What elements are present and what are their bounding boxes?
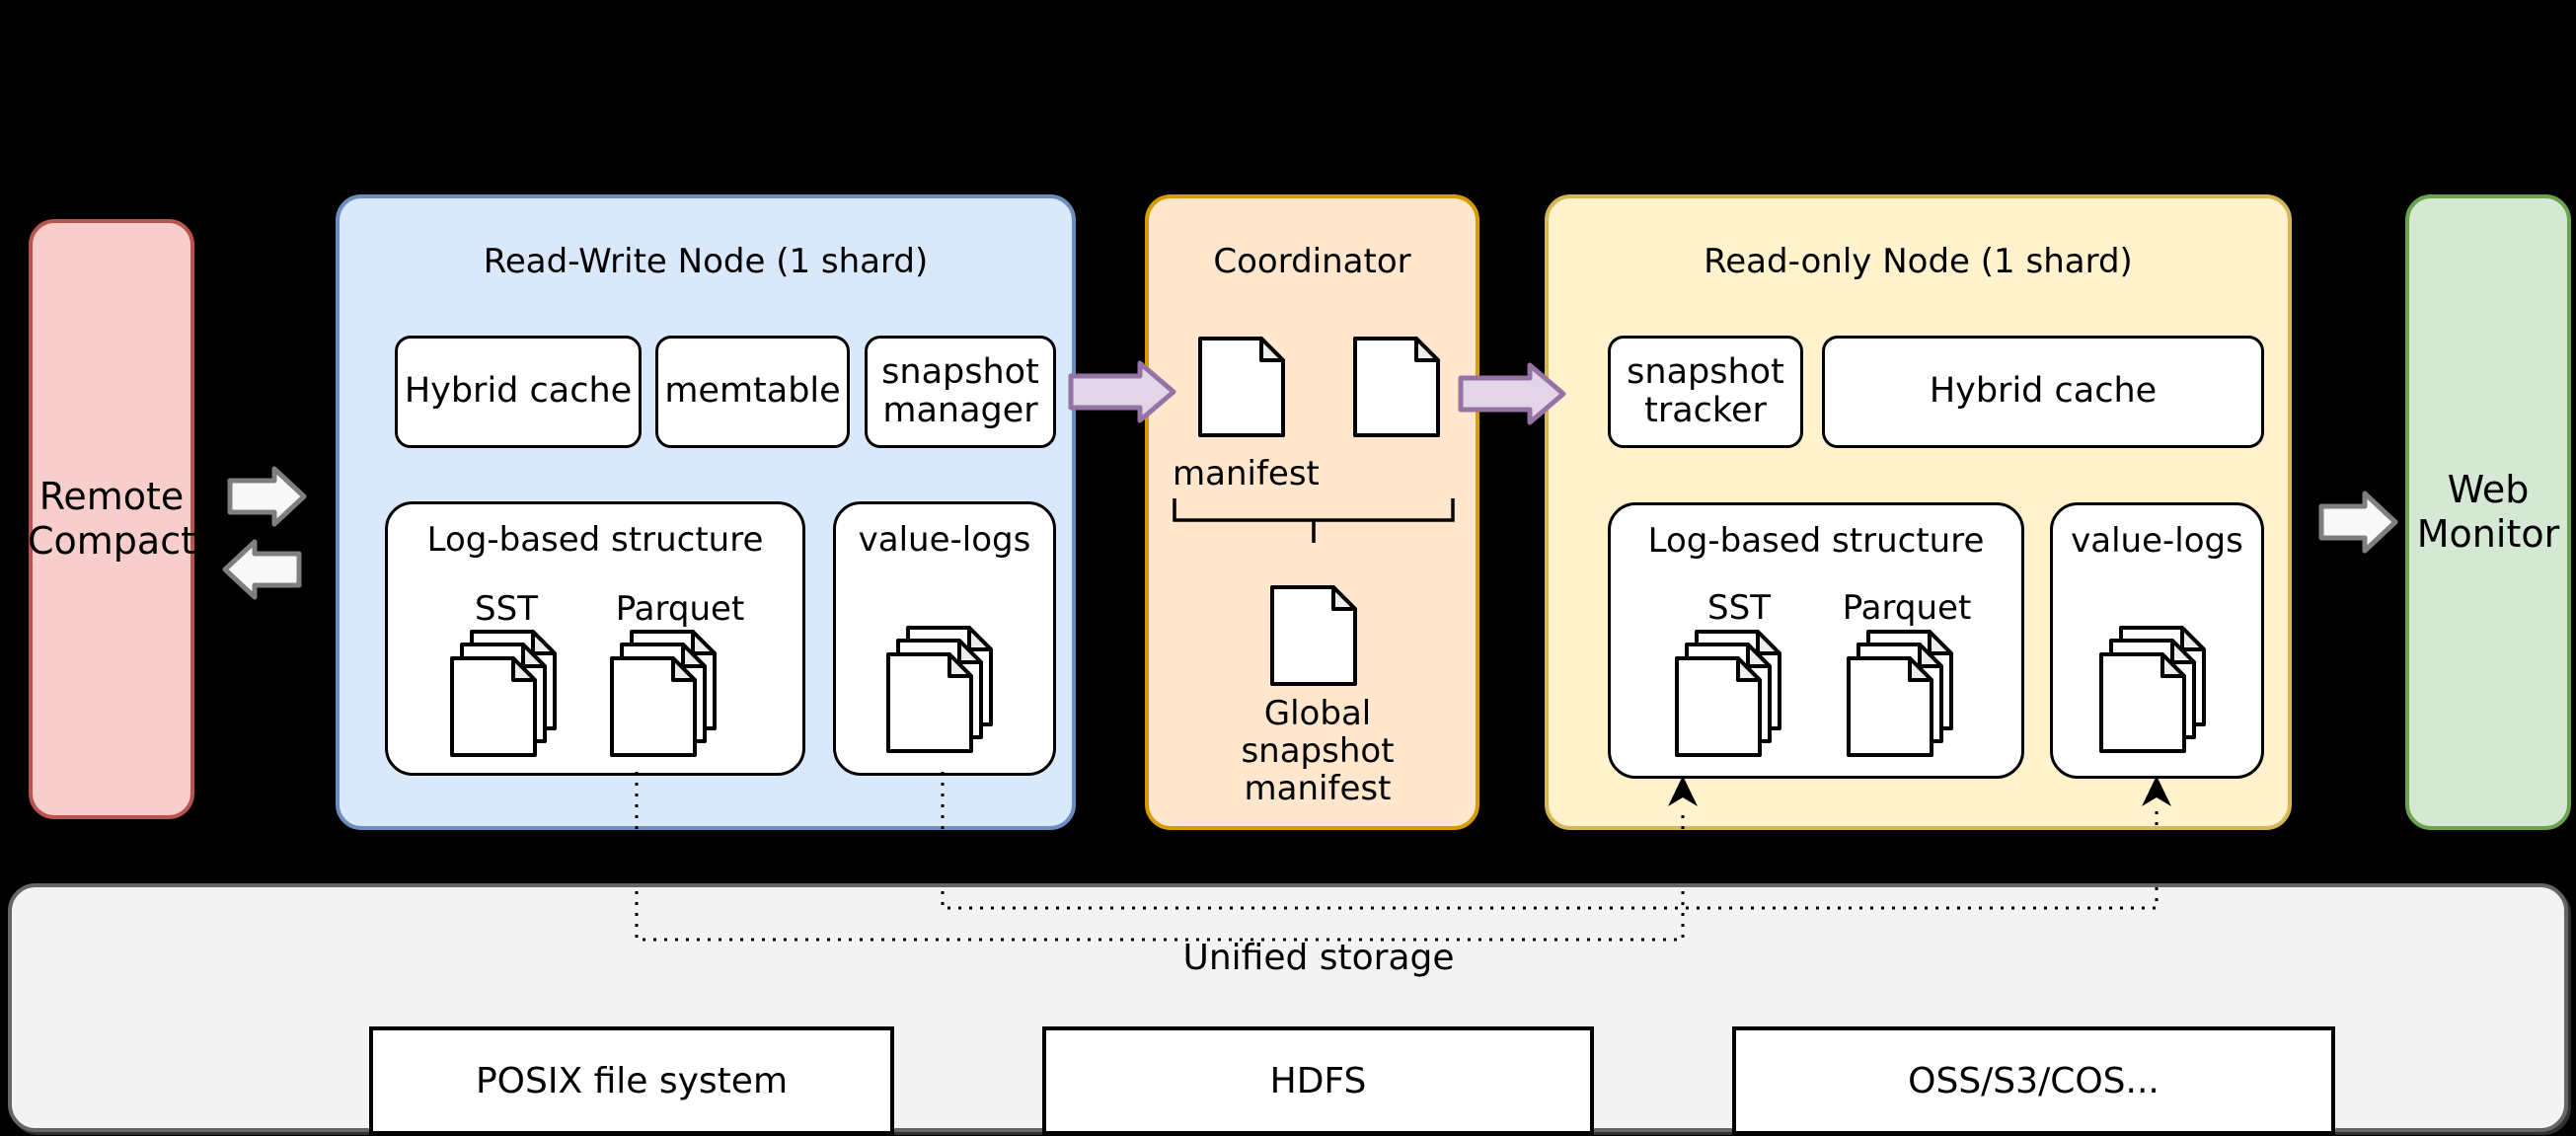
read-write-node: Read-Write Node (1 shard) Hybrid cache m… [336, 194, 1076, 830]
sst-label-ro: SST [1707, 588, 1771, 628]
sst-label-rw: SST [475, 589, 538, 629]
log-based-structure-box-ro: Log-based structure SST Parquet [1608, 502, 2024, 779]
hdfs-label: HDFS [1269, 1060, 1367, 1101]
memtable-label: memtable [664, 371, 841, 412]
posix-file-system-label: POSIX file system [475, 1060, 789, 1101]
log-based-structure-box-rw: Log-based structure SST Parquet [385, 501, 805, 776]
oss-s3-cos-box: OSS/S3/COS... [1732, 1026, 2335, 1135]
hybrid-cache-label-rw: Hybrid cache [404, 371, 633, 412]
compact-request-arrow-icon [227, 466, 307, 527]
value-logs-box-rw: value-logs [833, 501, 1056, 776]
value-logs-label-ro: value-logs [2071, 521, 2243, 561]
value-logs-box-ro: value-logs [2050, 502, 2264, 779]
read-only-node: Read-only Node (1 shard) snapshot tracke… [1545, 194, 2292, 830]
monitor-feed-arrow-icon [2318, 491, 2398, 554]
parquet-label-rw: Parquet [615, 589, 745, 629]
log-based-structure-label-rw: Log-based structure [426, 520, 764, 560]
web-monitor-node: Web Monitor [2405, 194, 2571, 830]
parquet-label-ro: Parquet [1842, 588, 1972, 628]
snapshot-tracker-box: snapshot tracker [1608, 336, 1803, 448]
hdfs-box: HDFS [1042, 1026, 1594, 1135]
snapshot-tracker-label: snapshot tracker [1627, 351, 1784, 430]
global-snapshot-manifest-label: Global snapshot manifest [1241, 694, 1395, 809]
read-write-node-title: Read-Write Node (1 shard) [483, 242, 929, 281]
hybrid-cache-label-ro: Hybrid cache [1929, 371, 2158, 412]
coordinator-title: Coordinator [1213, 242, 1411, 281]
snapshot-manager-label: snapshot manager [881, 351, 1039, 430]
remote-compact-label: Remote Compact [28, 475, 195, 563]
compact-response-arrow-icon [222, 539, 302, 600]
read-only-node-title: Read-only Node (1 shard) [1704, 242, 2133, 281]
web-monitor-label: Web Monitor [2416, 468, 2560, 556]
oss-s3-cos-label: OSS/S3/COS... [1908, 1060, 2159, 1101]
coordinator-node: Coordinator manifest Global snapshot man… [1145, 194, 1479, 830]
value-logs-label-rw: value-logs [858, 520, 1031, 560]
manifest-label: manifest [1173, 454, 1320, 493]
snapshot-manager-box: snapshot manager [865, 336, 1056, 448]
unified-storage-label: Unified storage [1182, 938, 1455, 978]
remote-compact-node: Remote Compact [28, 219, 195, 819]
posix-file-system-box: POSIX file system [369, 1026, 894, 1135]
hybrid-cache-box-rw: Hybrid cache [395, 336, 642, 448]
log-based-structure-label-ro: Log-based structure [1647, 521, 1985, 561]
memtable-box: memtable [655, 336, 850, 448]
hybrid-cache-box-ro: Hybrid cache [1822, 336, 2264, 448]
unified-storage-box: Unified storage POSIX file system HDFS O… [8, 883, 2568, 1135]
